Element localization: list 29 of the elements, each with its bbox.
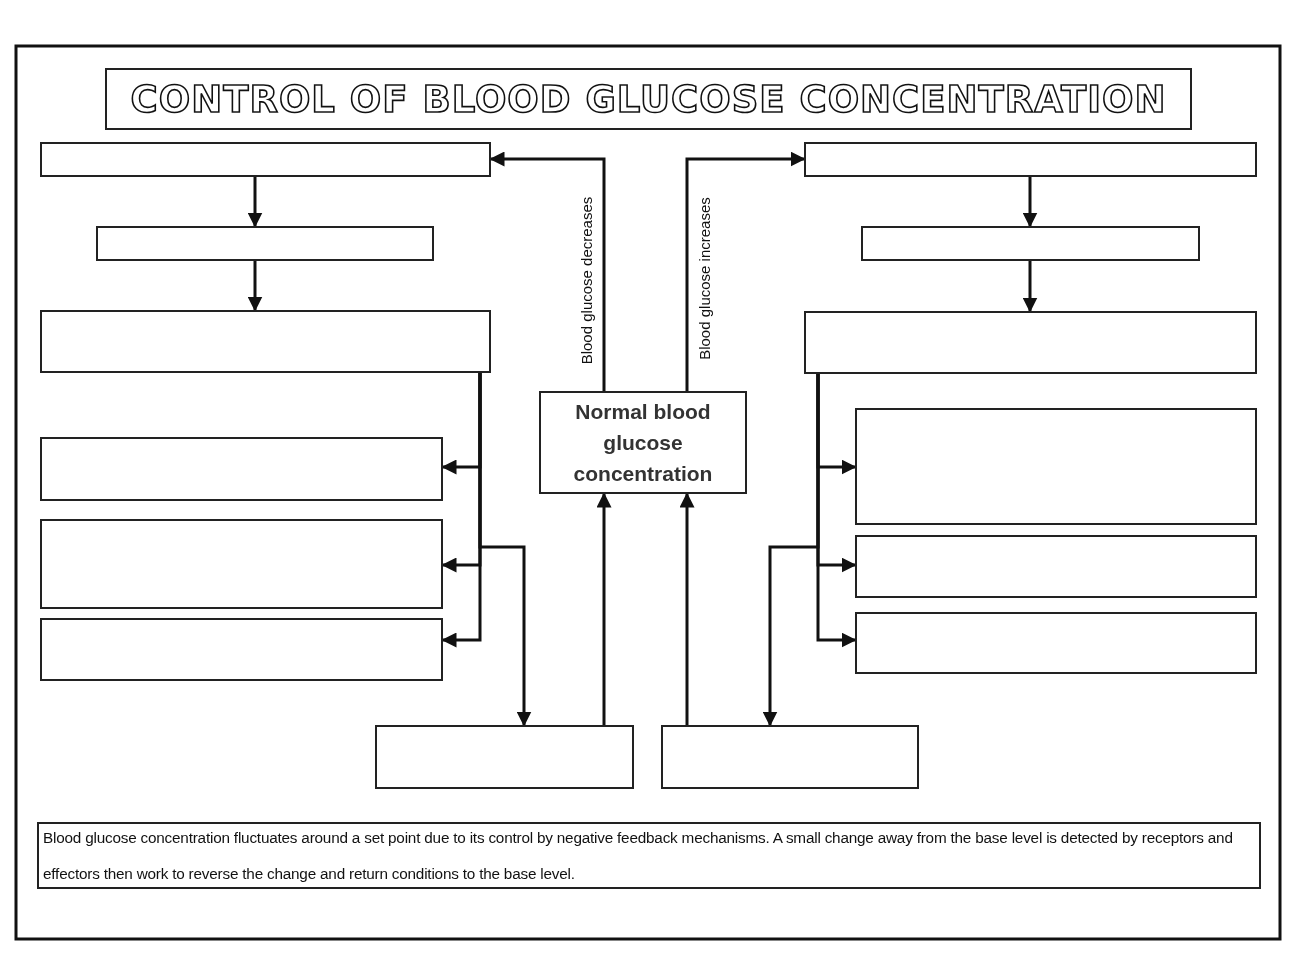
process-box — [539, 391, 747, 494]
arrow — [1022, 261, 1038, 313]
blank-box — [855, 535, 1257, 598]
arrow — [247, 261, 263, 312]
blank-box — [40, 519, 443, 609]
note-box — [37, 822, 1261, 889]
arrow — [596, 492, 612, 725]
blank-box — [40, 142, 491, 177]
arrow — [685, 151, 806, 391]
node-label: Normal blood glucose concentration — [572, 399, 714, 487]
arrow — [247, 177, 263, 228]
blank-box — [804, 142, 1257, 177]
blank-box — [661, 725, 919, 789]
arrow — [1022, 177, 1038, 228]
blank-box — [40, 437, 443, 501]
arrow — [762, 374, 820, 727]
blank-box — [40, 310, 491, 373]
note-text: Blood glucose concentration fluctuates around a set point due to its control by negative feedback mechanisms. A small change away from the base level is detected by receptors and effectors then work to reverse the change and return conditions to the base level. — [43, 827, 1234, 884]
blank-box — [855, 612, 1257, 674]
arrow — [679, 492, 695, 725]
blank-box — [96, 226, 434, 261]
title: CONTROL OF BLOOD GLUCOSE CONCENTRATION — [130, 77, 1167, 121]
blank-box — [375, 725, 634, 789]
edge-label: Blood glucose decreases — [578, 196, 596, 364]
blank-box — [804, 311, 1257, 374]
blank-box — [40, 618, 443, 681]
arrow — [478, 373, 532, 727]
blank-box — [855, 408, 1257, 525]
blank-box — [861, 226, 1200, 261]
